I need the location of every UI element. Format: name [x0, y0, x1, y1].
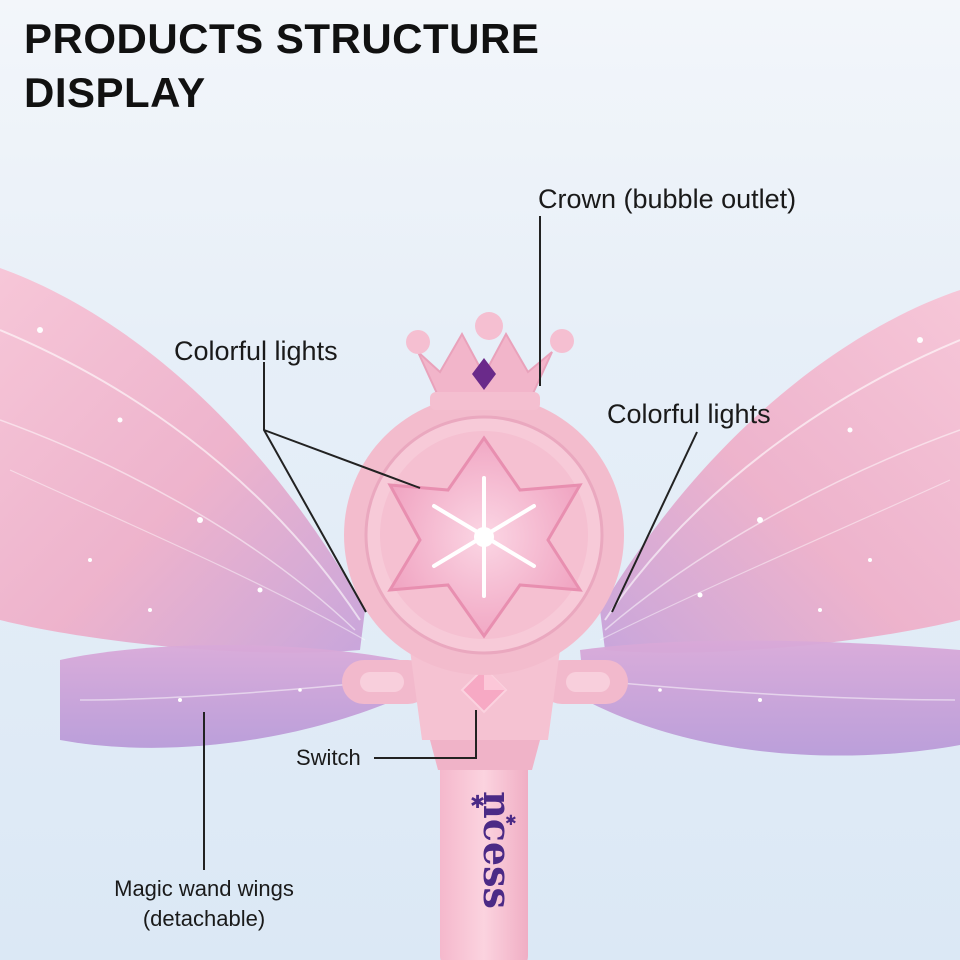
- svg-text:✱: ✱: [470, 792, 485, 813]
- label-crown: Crown (bubble outlet): [538, 184, 797, 214]
- leader-lines: [203, 216, 698, 870]
- handle-brand-text: ncess: [475, 791, 520, 909]
- title-line-2: DISPLAY: [24, 69, 206, 116]
- label-colorful-lights-left: Colorful lights: [174, 336, 338, 366]
- label-switch: Switch: [296, 745, 361, 770]
- label-wand-wings: Magic wand wings (detachable): [98, 874, 310, 934]
- page-title: PRODUCTS STRUCTURE DISPLAY: [24, 12, 539, 120]
- title-line-1: PRODUCTS STRUCTURE: [24, 15, 540, 62]
- left-wing: [0, 268, 400, 748]
- label-wings-line-2: (detachable): [142, 906, 266, 931]
- right-wing: [580, 290, 960, 756]
- svg-text:✱: ✱: [505, 813, 517, 829]
- sparkles: [37, 327, 923, 702]
- crown: [406, 312, 574, 410]
- label-wings-line-1: Magic wand wings: [114, 876, 294, 901]
- crown-gem: [472, 358, 496, 390]
- label-colorful-lights-right: Colorful lights: [607, 399, 771, 429]
- star-light: [387, 435, 583, 639]
- wand-handle: ncess ✱ ✱: [440, 740, 528, 960]
